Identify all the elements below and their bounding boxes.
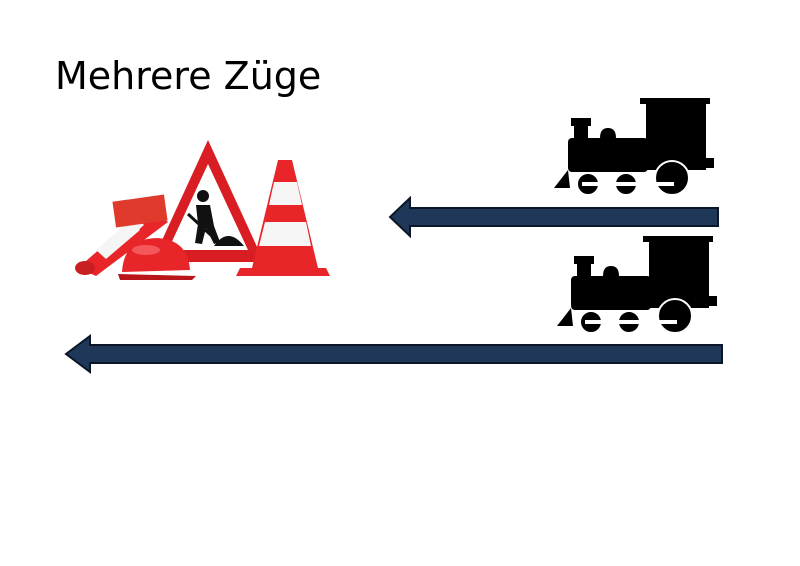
traffic-cone-icon <box>236 160 330 276</box>
warning-sign-icon <box>152 140 264 262</box>
upper-arrow <box>388 195 719 239</box>
train-icon <box>557 236 717 334</box>
construction-site-icon <box>75 140 330 280</box>
slide-title: Mehrere Züge <box>55 54 322 98</box>
helmet-icon <box>118 238 196 280</box>
train-icon <box>554 98 714 196</box>
lower-arrow <box>64 334 723 374</box>
